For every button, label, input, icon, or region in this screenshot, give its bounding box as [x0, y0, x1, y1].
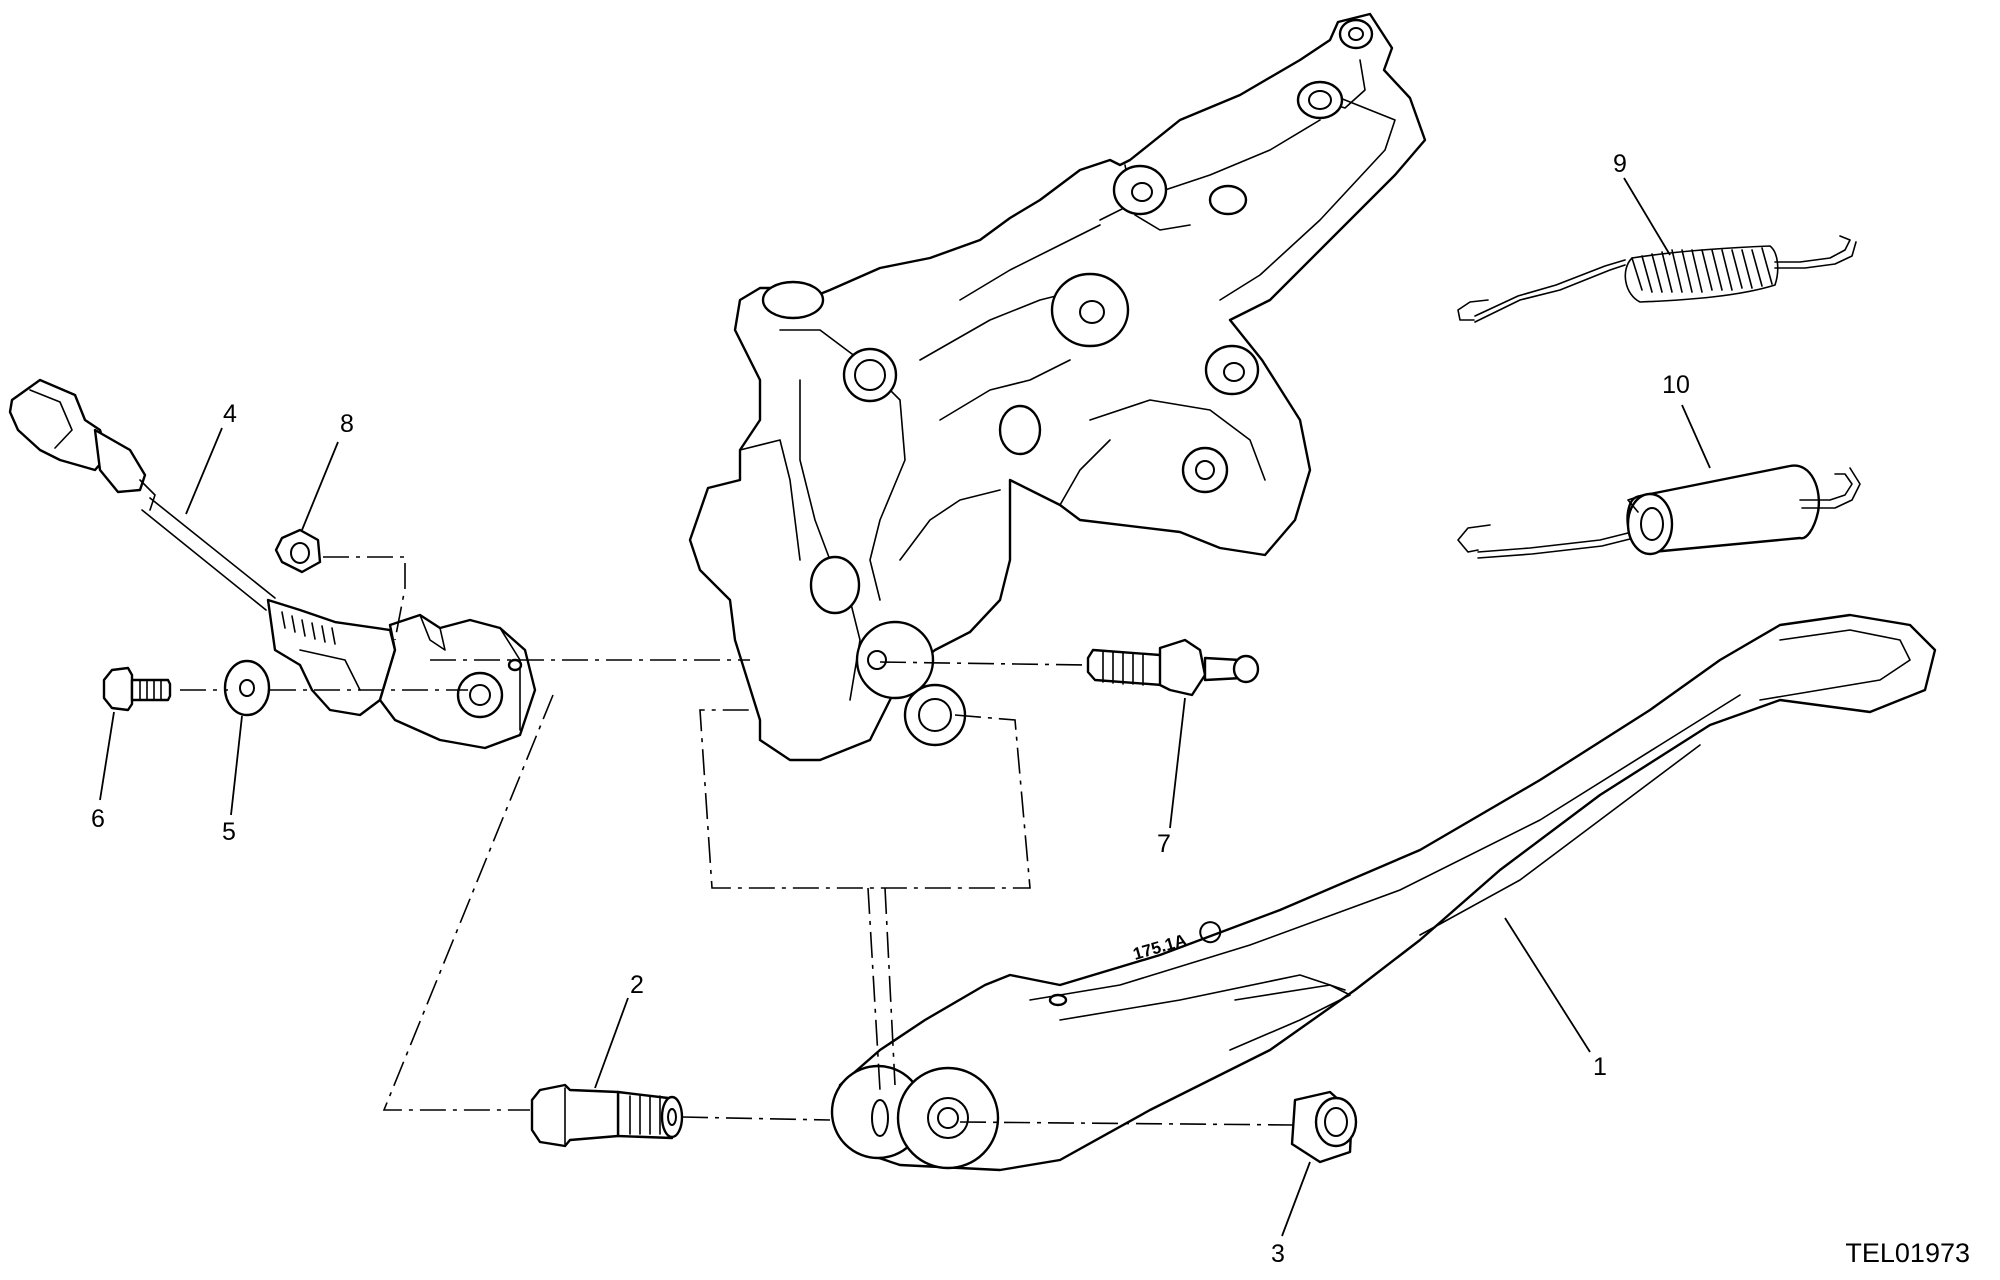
- callout-2: 2: [630, 971, 644, 999]
- callout-3: 3: [1271, 1240, 1285, 1268]
- diagram-reference-code: TEL01973: [1845, 1238, 1970, 1268]
- callout-labels: 1 2 3 4 5 6 7 8 9 10: [91, 150, 1690, 1268]
- leader-lines: [99, 177, 1711, 1237]
- callout-6: 6: [91, 805, 105, 833]
- pivot-bolt: [530, 1083, 684, 1148]
- callout-9: 9: [1613, 150, 1627, 178]
- side-stand-sensor: [8, 378, 537, 750]
- callout-7: 7: [1157, 830, 1171, 858]
- nut: [274, 528, 322, 574]
- lock-nut: [1290, 1090, 1358, 1164]
- callout-1: 1: [1593, 1053, 1607, 1081]
- return-spring-coil: [1457, 235, 1857, 323]
- callout-10: 10: [1662, 371, 1690, 399]
- washer: [223, 659, 271, 717]
- assembly-lines: [180, 556, 1296, 1126]
- callout-4: 4: [223, 400, 237, 428]
- screw: [102, 666, 172, 712]
- return-spring-sleeve: [1457, 464, 1861, 559]
- stand-mounting-bracket: [688, 12, 1427, 762]
- spring-stud: [1086, 638, 1260, 697]
- side-stand-leg: 175.1A: [830, 613, 1937, 1172]
- callout-5: 5: [222, 818, 236, 846]
- callout-8: 8: [340, 410, 354, 438]
